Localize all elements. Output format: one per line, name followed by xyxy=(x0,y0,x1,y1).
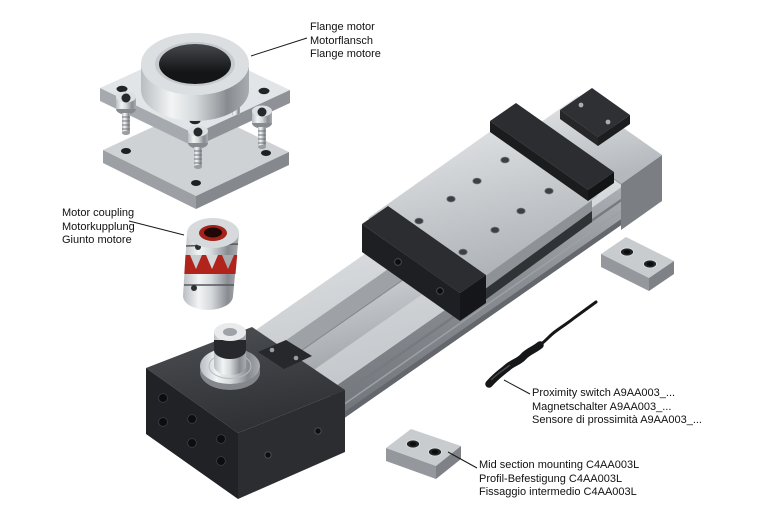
label-line: Motor coupling xyxy=(62,207,135,219)
label-proximity-switch: Proximity switch A9AA003_... Magnetschal… xyxy=(532,387,702,428)
hole-icon xyxy=(261,150,271,156)
screw-icon xyxy=(314,427,322,435)
block-cover-plate xyxy=(258,340,312,369)
hole-icon xyxy=(646,262,654,266)
screw-icon xyxy=(605,119,611,125)
flange-bolt xyxy=(252,105,272,149)
mounting-block-bottom xyxy=(386,429,461,479)
leader-line-flange-motor xyxy=(250,37,308,57)
leader-line-motor-coupling xyxy=(128,220,185,236)
coupling-bore xyxy=(204,227,222,238)
coupling-jaw xyxy=(222,255,234,269)
mount-side xyxy=(436,446,461,479)
label-line: Profil-Befestigung C4AA003L xyxy=(479,472,623,485)
carriage-side-lower xyxy=(466,211,592,314)
proximity-switch-illustration xyxy=(485,300,598,388)
screw-icon xyxy=(191,285,197,291)
flange-base-front-right xyxy=(196,152,289,209)
label-flange-motor: Flange motor Motorflansch Flange motore xyxy=(310,21,381,62)
rail-side-groove xyxy=(329,183,661,415)
label-line: Giunto motore xyxy=(62,234,132,246)
switch-body xyxy=(485,341,544,388)
label-line: Fissaggio intermedio C4AA003L xyxy=(479,486,637,498)
hole-icon xyxy=(121,148,131,154)
rail-bottom-edge xyxy=(330,192,660,428)
label-line: Magnetschalter A9AA003_... xyxy=(532,400,672,413)
end-cover-front xyxy=(560,110,598,146)
drive-shaft xyxy=(200,323,260,390)
leader-line-mid-section-mounting xyxy=(447,451,478,469)
screw-icon xyxy=(293,355,299,361)
switch-highlight xyxy=(490,364,511,381)
leader-lines xyxy=(128,37,531,469)
block-mounting-holes xyxy=(158,393,226,466)
carriage-end-block-near xyxy=(362,206,486,293)
label-line: Flange motor xyxy=(310,21,375,33)
mount-top xyxy=(601,237,674,278)
label-line: Mid section mounting C4AA003L xyxy=(479,459,640,471)
carriage-side-edge xyxy=(466,198,592,303)
hole-icon xyxy=(116,85,128,93)
hole-icon xyxy=(409,442,417,446)
mount-front xyxy=(601,254,649,291)
screw-icon xyxy=(578,102,584,108)
flange-bolt xyxy=(116,91,136,135)
carriage-end-plate-face xyxy=(362,224,460,321)
end-cover-side xyxy=(598,115,630,146)
label-line: Motorflansch xyxy=(310,34,373,47)
carriage xyxy=(362,103,614,321)
carriage-screws xyxy=(414,156,554,256)
carriage-end-plate-side xyxy=(460,275,486,321)
label-line: Sensore di prossimità A9AA003_... xyxy=(532,414,702,426)
drive-end-block xyxy=(146,323,345,499)
hole-icon xyxy=(623,250,631,254)
label-motor-coupling: Motor coupling Motorkupplung Giunto moto… xyxy=(62,207,135,248)
hole-icon xyxy=(191,180,201,186)
coupling-jaw xyxy=(190,255,202,269)
hole-icon xyxy=(258,87,270,95)
flange-bolt xyxy=(188,125,208,169)
flange-motor-illustration xyxy=(100,33,290,209)
screw-icon xyxy=(269,347,275,353)
label-mid-section-mounting: Mid section mounting C4AA003L Profil-Bef… xyxy=(479,459,639,500)
block-side-face xyxy=(238,390,345,499)
mount-front xyxy=(386,448,436,479)
mount-side xyxy=(649,261,674,291)
label-line: Proximity switch A9AA003_... xyxy=(532,387,676,399)
flange-collar xyxy=(141,33,249,121)
leader-line-proximity-switch xyxy=(503,379,531,395)
label-line: Flange motore xyxy=(310,48,381,60)
block-end-face xyxy=(146,368,238,499)
screw-icon xyxy=(394,258,402,266)
end-cap xyxy=(536,88,662,230)
switch-cable xyxy=(538,300,598,347)
mount-top xyxy=(386,429,461,466)
carriage-end-block-far-face xyxy=(490,121,588,201)
screw-icon xyxy=(436,287,444,295)
end-cover-top xyxy=(560,88,630,137)
coupling-jaw xyxy=(206,255,218,269)
hole-icon xyxy=(431,450,439,454)
carriage-end-block-far xyxy=(490,103,614,190)
carriage-end-block-far-side xyxy=(588,172,614,201)
end-cap-side xyxy=(621,155,662,230)
flange-plate-front-right xyxy=(195,90,290,147)
flange-base-front-left xyxy=(103,150,196,209)
motor-coupling-illustration xyxy=(183,218,239,310)
screw-icon xyxy=(264,451,272,459)
linear-actuator-illustration xyxy=(146,88,662,499)
label-line: Motorkupplung xyxy=(62,220,135,233)
mounting-block-right xyxy=(601,237,674,291)
